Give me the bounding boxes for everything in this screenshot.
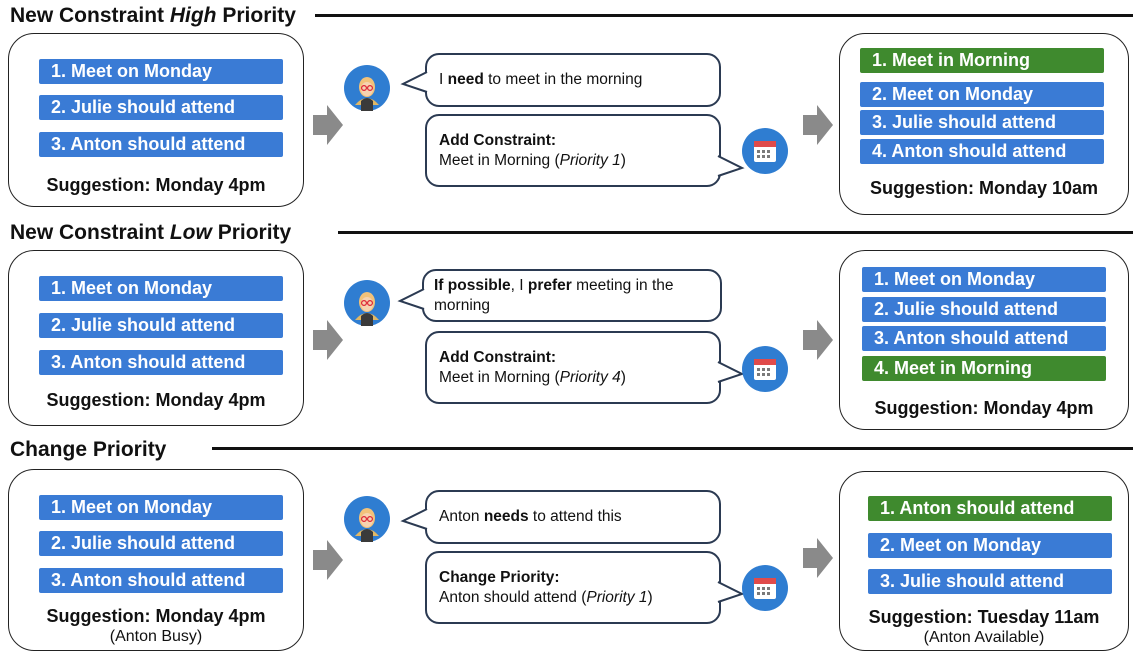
suggestion-note: (Anton Available): [923, 629, 1045, 646]
bubble-tail: [717, 581, 745, 603]
system-message-label: Add Constraint:: [439, 131, 557, 149]
user-message-bubble: I need to meet in the morning: [425, 53, 721, 107]
before-card: 1. Meet on Monday 2. Julie should attend…: [8, 250, 304, 426]
bubble-tail: [400, 508, 428, 530]
msg-pre: I: [439, 71, 448, 88]
calendar-icon: [742, 128, 788, 174]
constraint-pill: 2. Meet on Monday: [868, 533, 1112, 558]
arrow-right-icon: [803, 538, 833, 578]
constraint-pill: 3. Anton should attend: [39, 568, 283, 593]
bubble-tail: [400, 71, 428, 93]
constraint-pill: 4. Meet in Morning: [862, 356, 1106, 381]
after-card: 1. Anton should attend 2. Meet on Monday…: [839, 471, 1129, 651]
user-message-text: Anton needs to attend this: [439, 508, 622, 525]
constraint-pill: 1. Meet on Monday: [39, 276, 283, 301]
constraint-pill: 3. Julie should attend: [868, 569, 1112, 594]
bubble-tail: [717, 361, 745, 383]
system-message-bubble: Add Constraint: Meet in Morning (Priorit…: [425, 114, 721, 187]
calendar-icon: [742, 346, 788, 392]
msg-post: to meet in the morning: [483, 71, 643, 88]
suggestion-text: Suggestion: Monday 4pm: [46, 175, 266, 195]
title-pre: New Constraint: [10, 4, 170, 27]
user-message-bubble: Anton needs to attend this: [425, 490, 721, 544]
title-em: High: [169, 4, 217, 27]
title-post: Priority: [216, 4, 296, 27]
section-title-low: New Constraint Low Priority: [10, 221, 292, 244]
system-message-text: Meet in Morning (Priority 4): [439, 368, 626, 386]
suggestion-text: Suggestion: Monday 4pm: [46, 606, 266, 626]
constraint-pill: 4. Anton should attend: [860, 139, 1104, 164]
user-message-text: If possible, I prefer meeting in the mor…: [434, 276, 674, 314]
suggestion-note: (Anton Busy): [109, 628, 203, 645]
constraint-pill: 3. Julie should attend: [860, 110, 1104, 135]
section-title-high: New Constraint High Priority: [10, 3, 296, 29]
constraint-pill: 3. Anton should attend: [39, 350, 283, 375]
constraint-pill: 2. Julie should attend: [39, 95, 283, 120]
bubble-tail: [397, 288, 425, 310]
suggestion-text: Suggestion: Monday 4pm: [46, 390, 266, 410]
section-title-change: Change Priority: [10, 438, 167, 461]
constraint-pill: 1. Meet on Monday: [39, 495, 283, 520]
arrow-right-icon: [803, 320, 833, 360]
section-divider: [315, 14, 1133, 17]
calendar-icon: [742, 565, 788, 611]
msg-bold: need: [447, 71, 484, 88]
system-message-label: Add Constraint:: [439, 348, 557, 366]
user-avatar-icon: [344, 65, 390, 111]
arrow-right-icon: [313, 105, 343, 145]
section-divider: [338, 231, 1133, 234]
constraint-pill: 1. Meet on Monday: [862, 267, 1106, 292]
before-card: 1. Meet on Monday 2. Julie should attend…: [8, 33, 304, 207]
suggestion-text: Suggestion: Tuesday 11am: [868, 607, 1100, 627]
arrow-right-icon: [313, 320, 343, 360]
constraint-pill: 3. Anton should attend: [862, 326, 1106, 351]
constraint-pill: 2. Julie should attend: [39, 313, 283, 338]
constraint-pill: 1. Meet in Morning: [860, 48, 1104, 73]
after-card: 1. Meet in Morning 2. Meet on Monday 3. …: [839, 33, 1129, 215]
section-divider: [212, 447, 1133, 450]
system-message-bubble: Add Constraint: Meet in Morning (Priorit…: [425, 331, 721, 404]
user-avatar-icon: [344, 280, 390, 326]
system-message-text: Anton should attend (Priority 1): [439, 588, 653, 606]
system-message-bubble: Change Priority: Anton should attend (Pr…: [425, 551, 721, 624]
user-message-text: I need to meet in the morning: [439, 70, 707, 90]
constraint-pill: 1. Anton should attend: [868, 496, 1112, 521]
suggestion-text: Suggestion: Monday 4pm: [874, 398, 1094, 418]
constraint-pill: 2. Julie should attend: [39, 531, 283, 556]
arrow-right-icon: [803, 105, 833, 145]
arrow-right-icon: [313, 540, 343, 580]
constraint-pill: 2. Julie should attend: [862, 297, 1106, 322]
after-card: 1. Meet on Monday 2. Julie should attend…: [839, 250, 1129, 430]
constraint-pill: 3. Anton should attend: [39, 132, 283, 157]
before-card: 1. Meet on Monday 2. Julie should attend…: [8, 469, 304, 651]
system-message-label: Change Priority:: [439, 568, 560, 586]
user-avatar-icon: [344, 496, 390, 542]
user-message-bubble: If possible, I prefer meeting in the mor…: [422, 269, 722, 322]
constraint-pill: 2. Meet on Monday: [860, 82, 1104, 107]
constraint-pill: 1. Meet on Monday: [39, 59, 283, 84]
suggestion-text: Suggestion: Monday 10am: [869, 178, 1099, 198]
bubble-tail: [717, 155, 745, 177]
system-message-text: Meet in Morning (Priority 1): [439, 151, 626, 169]
